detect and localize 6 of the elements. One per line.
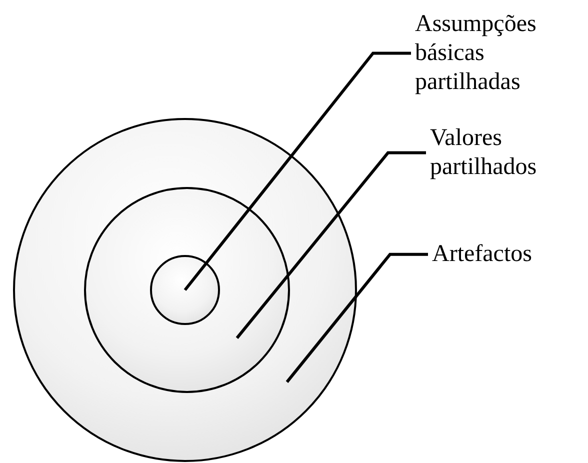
layer-label: Valores partilhados [430,124,580,182]
layer-label: Assumpções básicas partilhadas [415,10,585,96]
leader-line [184,52,411,291]
layer-label: Artefactos [432,240,532,269]
leader-line [236,151,426,339]
leader-line [286,252,428,383]
